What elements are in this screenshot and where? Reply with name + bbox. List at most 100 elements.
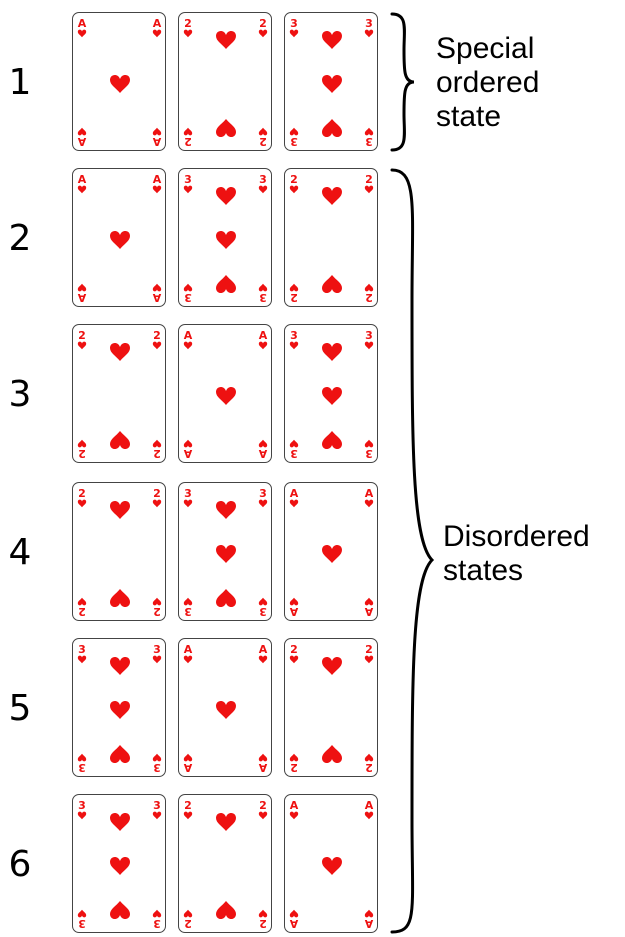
- heart-icon: [322, 275, 342, 293]
- card-corner-index: 3: [259, 598, 267, 618]
- card-rank-text: 3: [259, 487, 267, 500]
- card-rank-text: 2: [153, 329, 161, 342]
- heart-icon: [110, 657, 130, 675]
- card-rank-text: 3: [78, 917, 86, 930]
- playing-card: 2 2 2 2: [72, 324, 166, 463]
- corner-heart-icon: [184, 342, 192, 350]
- corner-heart-icon: [184, 656, 192, 664]
- corner-heart-icon: [365, 128, 373, 136]
- corner-heart-icon: [184, 754, 192, 762]
- card-rank-text: A: [153, 17, 162, 30]
- card-corner-index: 3: [153, 799, 161, 819]
- card-rank-text: 2: [259, 799, 267, 812]
- corner-heart-icon: [153, 500, 161, 508]
- card-rank-text: 3: [259, 173, 267, 186]
- card-rank-text: A: [290, 487, 299, 500]
- card-rank-text: A: [258, 761, 267, 774]
- card-rank-text: 2: [184, 17, 192, 30]
- card-corner-index: A: [365, 799, 374, 819]
- card-corner-index: 3: [290, 440, 298, 460]
- corner-heart-icon: [78, 30, 86, 38]
- card-corner-index: 2: [184, 799, 192, 819]
- card-rank-text: A: [289, 605, 298, 618]
- ordered-state-brace: [392, 14, 414, 150]
- card-corner-index: 2: [78, 487, 86, 507]
- card-rank-text: 3: [290, 17, 298, 30]
- corner-heart-icon: [78, 910, 86, 918]
- card-rank-text: A: [183, 761, 192, 774]
- heart-icon: [216, 589, 236, 607]
- card-corner-index: 2: [259, 17, 267, 37]
- row-number: 5: [0, 688, 40, 729]
- card-corner-index: 3: [153, 643, 161, 663]
- card-corner-index: 2: [290, 284, 298, 304]
- heart-icon: [216, 31, 236, 49]
- card-rank-text: A: [78, 17, 87, 30]
- card-corner-index: 3: [184, 284, 192, 304]
- corner-heart-icon: [259, 754, 267, 762]
- card-corner-index: 3: [259, 284, 267, 304]
- card-corner-index: 2: [259, 910, 267, 930]
- playing-card: AAAA: [284, 482, 378, 621]
- corner-heart-icon: [365, 500, 373, 508]
- corner-heart-icon: [259, 30, 267, 38]
- card-rank-text: A: [289, 917, 298, 930]
- card-corner-index: A: [184, 329, 193, 349]
- card-corner-index: 3: [365, 440, 373, 460]
- corner-heart-icon: [78, 656, 86, 664]
- card-corner-index: A: [184, 643, 193, 663]
- corner-heart-icon: [153, 598, 161, 606]
- card-corner-index: A: [365, 487, 374, 507]
- heart-icon: [216, 231, 236, 249]
- card-corner-index: 2: [184, 910, 192, 930]
- card-corner-index: A: [152, 128, 161, 148]
- heart-icon: [110, 745, 130, 763]
- card-corner-index: A: [152, 284, 161, 304]
- row-number: 4: [0, 532, 40, 573]
- card-rank-text: 2: [365, 643, 373, 656]
- card-rank-text: A: [258, 447, 267, 460]
- heart-icon: [110, 589, 130, 607]
- row-number: 1: [0, 62, 40, 103]
- disordered-states-brace: [392, 170, 432, 932]
- card-corner-index: 3: [78, 754, 86, 774]
- card-rank-text: 3: [365, 135, 373, 148]
- card-corner-index: A: [258, 440, 267, 460]
- playing-card: AAAA: [72, 12, 166, 151]
- heart-icon: [322, 657, 342, 675]
- heart-icon: [322, 857, 342, 875]
- card-rank-text: A: [153, 173, 162, 186]
- card-corner-index: 2: [153, 598, 161, 618]
- card-corner-index: 2: [78, 440, 86, 460]
- corner-heart-icon: [365, 284, 373, 292]
- heart-icon: [216, 545, 236, 563]
- card-corner-index: A: [78, 173, 87, 193]
- card-rank-text: 3: [259, 291, 267, 304]
- corner-heart-icon: [153, 440, 161, 448]
- corner-heart-icon: [78, 284, 86, 292]
- corner-heart-icon: [365, 186, 373, 194]
- heart-icon: [110, 343, 130, 361]
- card-corner-index: 3: [290, 17, 298, 37]
- card-corner-index: 2: [365, 284, 373, 304]
- corner-heart-icon: [153, 656, 161, 664]
- heart-icon: [322, 387, 342, 405]
- card-corner-index: 3: [184, 598, 192, 618]
- card-corner-index: 2: [78, 598, 86, 618]
- playing-card: 2222: [284, 638, 378, 777]
- corner-heart-icon: [153, 754, 161, 762]
- corner-heart-icon: [290, 910, 298, 918]
- card-corner-index: 2: [78, 329, 86, 349]
- heart-icon: [322, 431, 342, 449]
- card-rank-text: 2: [365, 761, 373, 774]
- card-rank-text: 2: [153, 447, 161, 460]
- corner-heart-icon: [184, 598, 192, 606]
- heart-icon: [110, 501, 130, 519]
- corner-heart-icon: [259, 500, 267, 508]
- playing-card: 3333: [178, 482, 272, 621]
- card-rank-text: 3: [259, 605, 267, 618]
- card-corner-index: 3: [259, 173, 267, 193]
